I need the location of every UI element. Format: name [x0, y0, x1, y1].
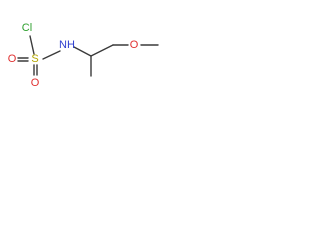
atom-nitrogen: NH — [59, 39, 75, 51]
atom-oxygen-lower: O — [31, 77, 40, 89]
bond-ch-ch2 — [90, 44, 114, 57]
chemical-structure: Cl O S O NH O — [8, 22, 159, 89]
atom-oxygen-ether: O — [130, 39, 139, 51]
bond-s-cl — [29, 35, 35, 55]
bond-s-n — [42, 50, 61, 60]
atom-oxygen-upper: O — [8, 53, 17, 65]
bond-n-ch — [73, 46, 92, 57]
atom-sulfur: S — [31, 53, 38, 65]
atom-labels: Cl O S O NH O — [8, 22, 139, 89]
atom-chlorine: Cl — [22, 22, 32, 34]
bonds — [17, 35, 159, 77]
